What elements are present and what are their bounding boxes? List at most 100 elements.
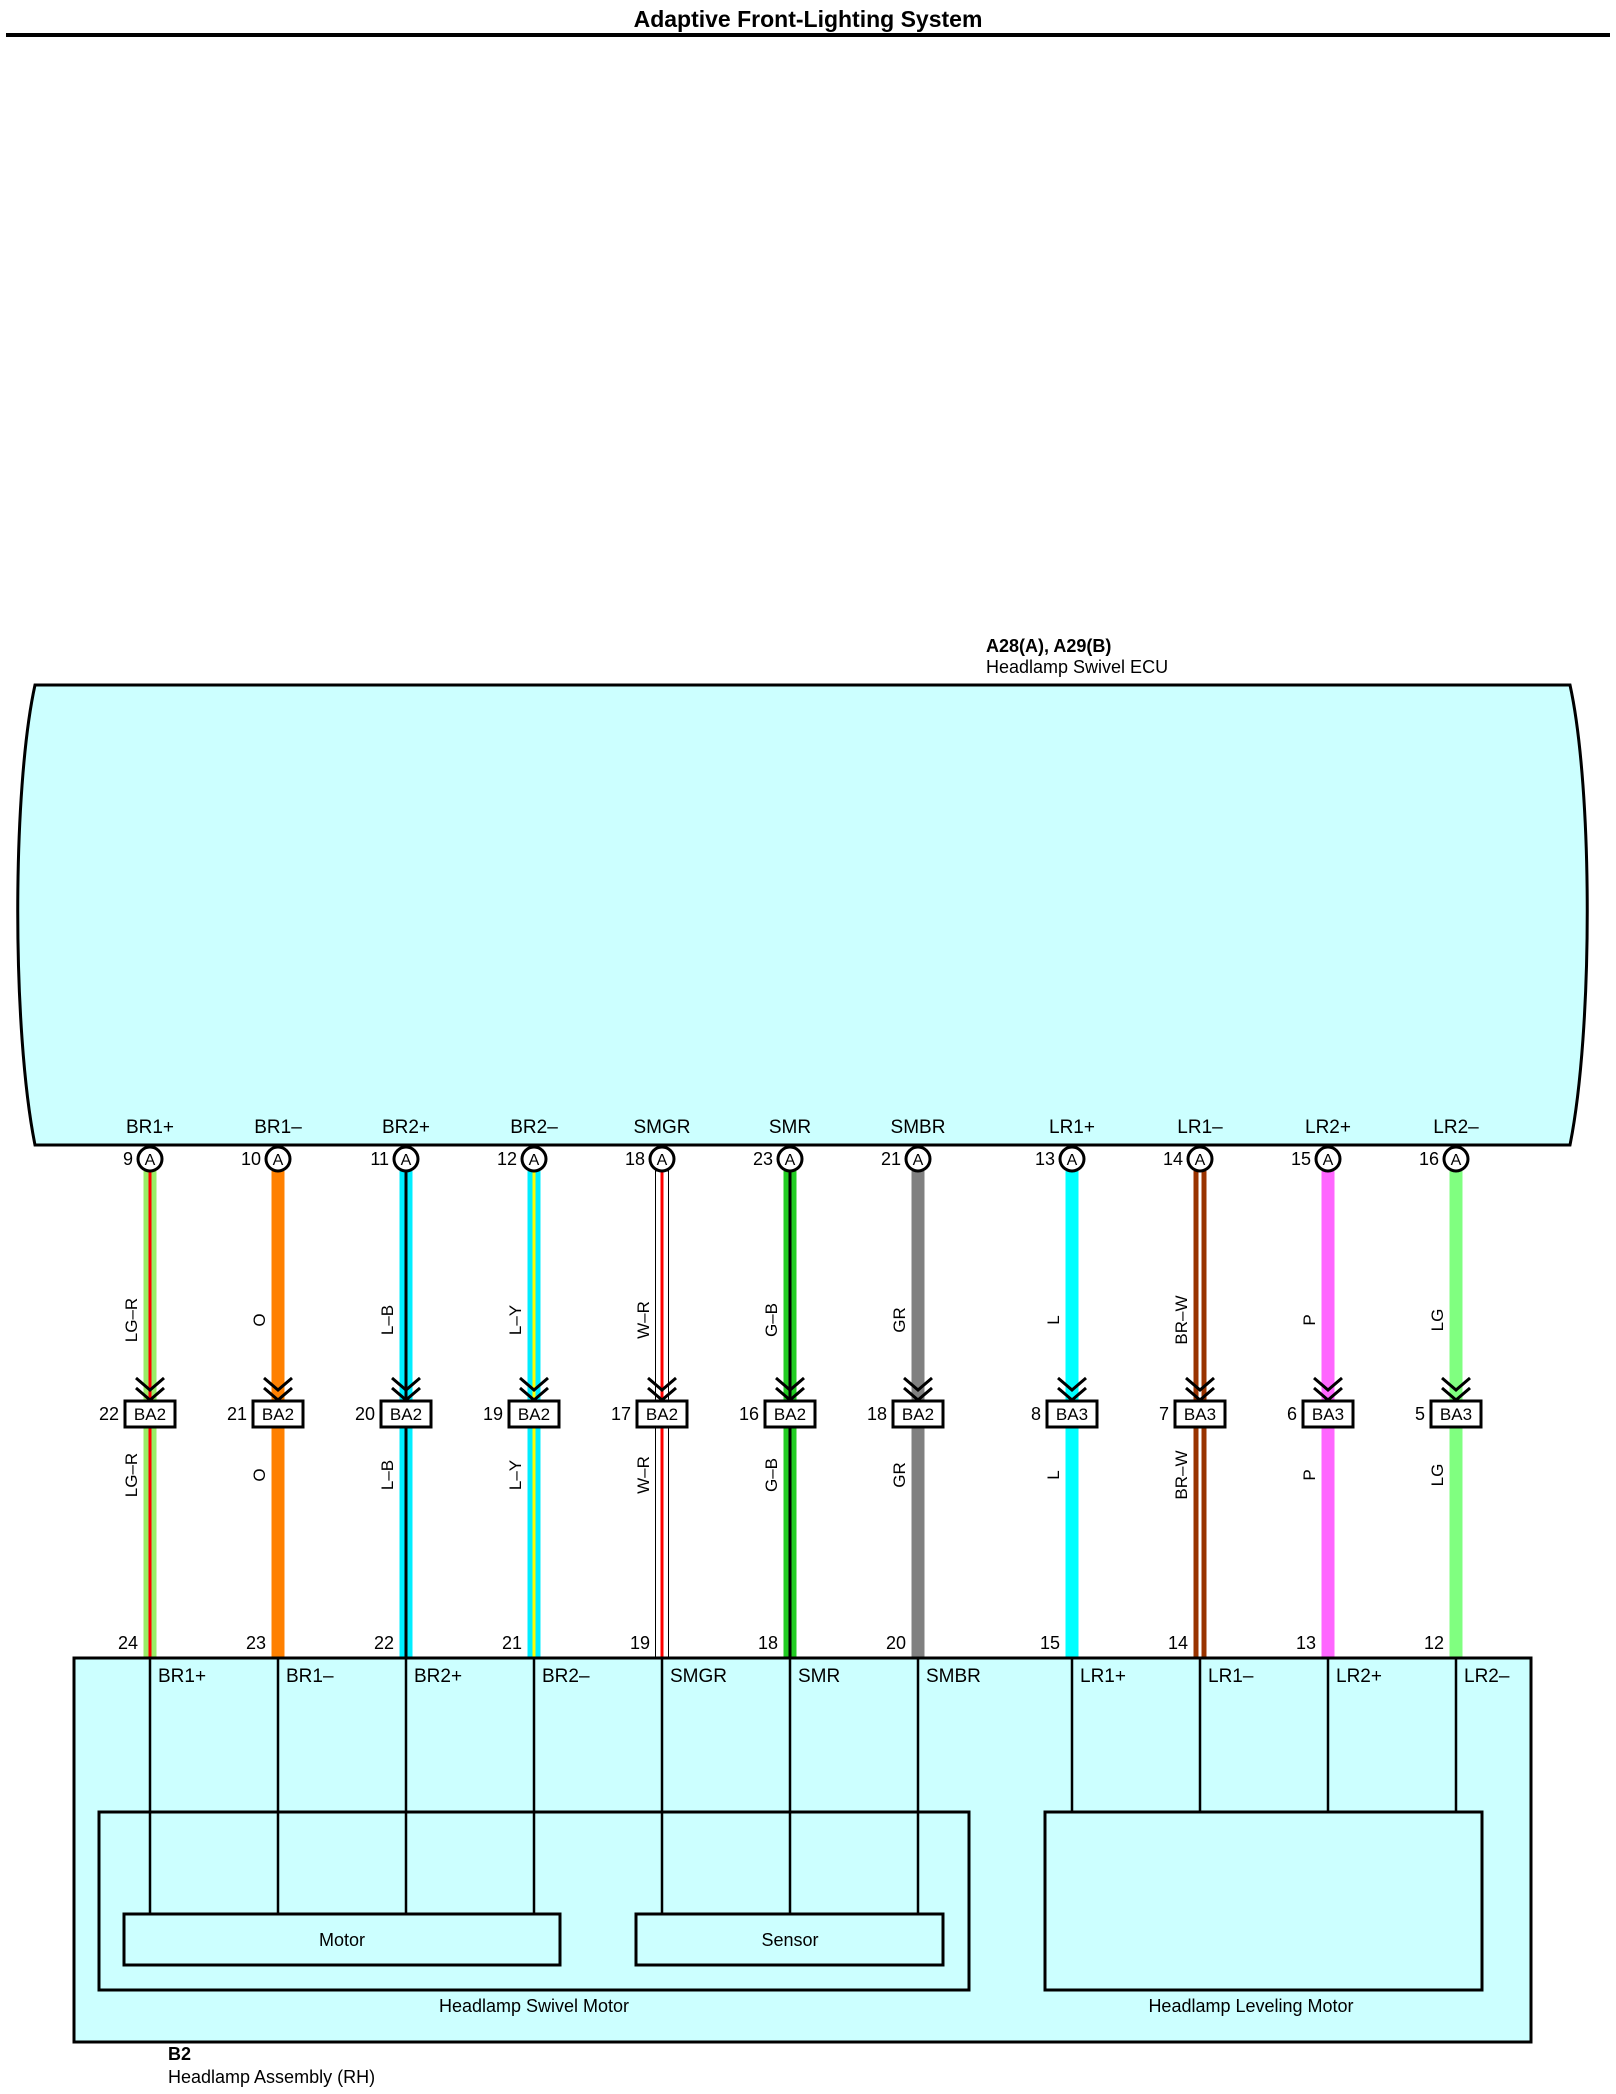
junction-arrow [1057,1376,1087,1392]
assembly-terminal-label: LR1– [1208,1666,1254,1687]
wire-color-code: O [250,1468,269,1481]
ecu-pin-number: 12 [497,1149,517,1169]
motor-box [122,1912,562,1967]
wire-stripe [788,1427,792,1658]
sensor-box [634,1912,945,1967]
ecu-pin-number: 14 [1163,1149,1183,1169]
wire-segment [1065,1427,1079,1658]
ecu-connector-letter: A [145,1152,156,1169]
assembly-terminal-label: LR2+ [1336,1666,1382,1687]
inline-connector-label: BA2 [518,1405,550,1424]
diagram-title: Adaptive Front-Lighting System [634,6,983,32]
inline-connector-box [635,1399,689,1429]
inline-connector-label: BA2 [646,1405,678,1424]
assembly-terminal-label: SMR [798,1666,840,1687]
ecu-connector-letter: A [785,1152,796,1169]
assembly-terminal-label: BR2+ [414,1666,462,1687]
inline-connector-label: BA2 [774,1405,806,1424]
wire-segment [271,1427,285,1658]
wire-stripe [532,1427,536,1658]
ecu-terminal-label: BR2– [510,1117,558,1138]
inline-connector-pin: 7 [1159,1404,1169,1424]
wire-color-code: G–B [762,1303,781,1337]
ecu-terminal-label: LR2+ [1305,1117,1351,1138]
ecu-terminal-label: SMGR [634,1117,691,1138]
wire-segment [911,1171,925,1402]
wire-color-code: L–Y [506,1460,525,1490]
ecu-code: A28(A), A29(B) [986,636,1111,656]
ecu-pin-number: 15 [1291,1149,1311,1169]
wire-color-code: LG [1428,1309,1447,1332]
ecu-connector-letter: A [1323,1152,1334,1169]
ecu-connector-circle [648,1145,676,1173]
ecu-terminal-label: SMR [769,1117,811,1138]
wire-color-code: G–B [762,1458,781,1492]
wire-stripe [1198,1171,1202,1402]
wire-color-code: LG–R [122,1453,141,1497]
inline-connector-box [1301,1399,1355,1429]
ecu-connector-circle [1442,1145,1470,1173]
assembly-pin-number: 24 [118,1633,138,1653]
junction-arrow [903,1376,933,1392]
wire-color-code: BR–W [1172,1295,1191,1344]
inline-connector-pin: 22 [99,1404,119,1424]
wire-stripe [404,1427,408,1658]
swivel-motor-name: Headlamp Swivel Motor [439,1996,629,2016]
wire-color-code: BR–W [1172,1450,1191,1499]
wire-stripe [788,1171,792,1402]
wire-color-code: LG [1428,1464,1447,1487]
inline-connector-box [251,1399,305,1429]
wire-color-code: W–R [634,1301,653,1339]
leveling-motor-box [1043,1810,1484,1992]
wire-color-code: L–B [378,1305,397,1335]
wire-color-code: P [1300,1469,1319,1480]
ecu-connector-circle [264,1145,292,1173]
inline-connector-label: BA2 [262,1405,294,1424]
assembly-pin-number: 19 [630,1633,650,1653]
wire-stripe [660,1171,664,1402]
wire-color-code: GR [890,1462,909,1488]
assembly-terminal-label: LR1+ [1080,1666,1126,1687]
ecu-connector-letter: A [1451,1152,1462,1169]
junction-arrow [1441,1376,1471,1392]
junction-arrow [1313,1376,1343,1392]
wire-segment [1321,1427,1335,1658]
ecu-terminal-label: BR1+ [126,1117,174,1138]
swivel-motor-box [97,1810,971,1992]
inline-connector-pin: 5 [1415,1404,1425,1424]
assembly-pin-number: 23 [246,1633,266,1653]
motor-label: Motor [319,1930,365,1950]
wire-stripe [532,1171,536,1402]
ecu-name: Headlamp Swivel ECU [986,657,1168,677]
inline-connector-box [123,1399,177,1429]
ecu-pin-number: 10 [241,1149,261,1169]
inline-connector-pin: 18 [867,1404,887,1424]
wire-stripe [404,1171,408,1402]
assembly-pin-number: 18 [758,1633,778,1653]
inline-connector-label: BA3 [1056,1405,1088,1424]
ecu-connector-letter: A [273,1152,284,1169]
assembly-body [72,1656,1533,2044]
ecu-pin-number: 13 [1035,1149,1055,1169]
wire-color-code: L [1044,1315,1063,1324]
inline-connector-pin: 21 [227,1404,247,1424]
assembly-terminal-label: BR1– [286,1666,334,1687]
inline-connector-box [1173,1399,1227,1429]
ecu-body [16,683,1589,1147]
assembly-terminal-label: BR2– [542,1666,590,1687]
wire-segment [1449,1427,1463,1658]
leveling-motor-name: Headlamp Leveling Motor [1148,1996,1353,2016]
inline-connector-label: BA2 [390,1405,422,1424]
wire-color-code: LG–R [122,1298,141,1342]
ecu-connector-circle [136,1145,164,1173]
ecu-connector-letter: A [1195,1152,1206,1169]
wire-segment [911,1427,925,1658]
assembly-terminal-label: SMGR [670,1666,727,1687]
ecu-terminal-label: BR2+ [382,1117,430,1138]
wire-segment [1449,1171,1463,1402]
wire-segment [1065,1171,1079,1402]
inline-connector-pin: 6 [1287,1404,1297,1424]
inline-connector-box [763,1399,817,1429]
assembly-pin-number: 21 [502,1633,522,1653]
